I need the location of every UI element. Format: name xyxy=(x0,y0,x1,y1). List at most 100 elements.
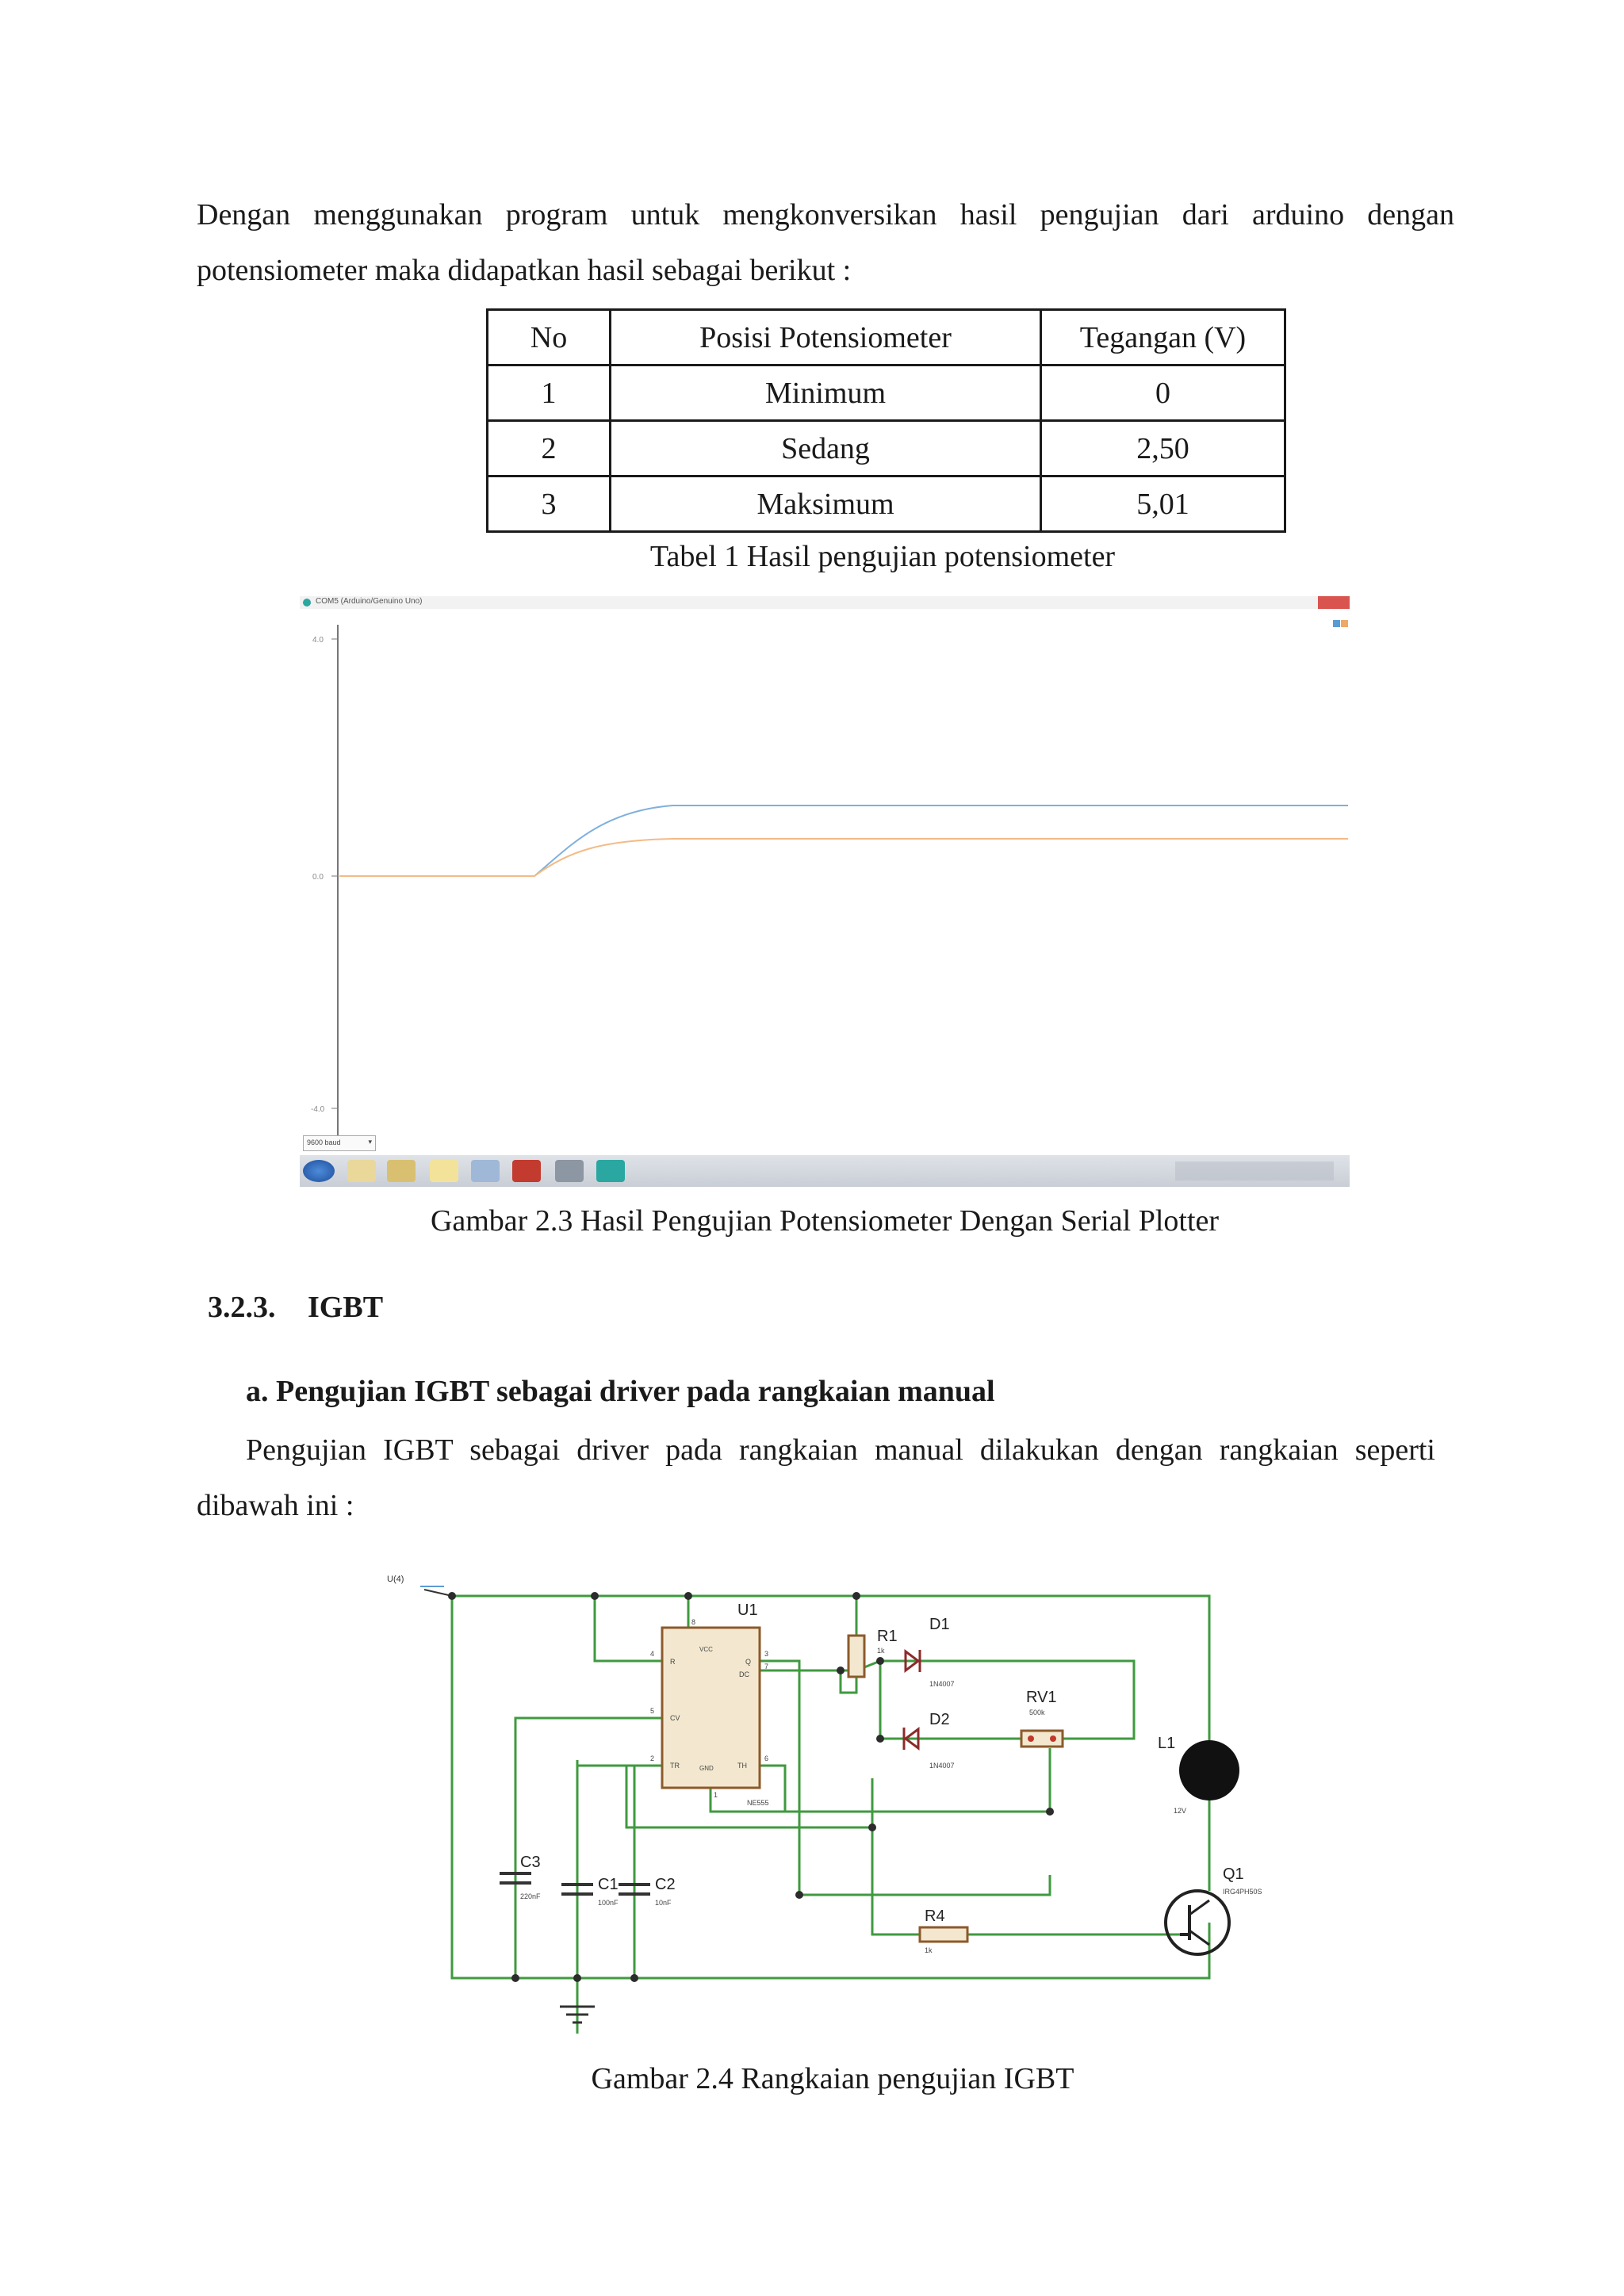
folder-taskbar-icon[interactable] xyxy=(430,1160,458,1182)
d1-diode xyxy=(904,1649,921,1673)
table-header-cell: Posisi Potensiometer xyxy=(609,308,1042,366)
c3-value: 220nF xyxy=(520,1892,541,1900)
pin-th-label: TH xyxy=(737,1762,747,1770)
l1-lamp xyxy=(1179,1740,1239,1800)
baud-rate-select[interactable]: 9600 baud ▾ xyxy=(303,1135,376,1151)
table-header-cell: No xyxy=(486,308,611,366)
c2-value: 10nF xyxy=(655,1899,672,1907)
section-paragraph-line-1: Pengujian IGBT sebagai driver pada rangk… xyxy=(246,1433,1435,1467)
figure-caption-2-4: Gambar 2.4 Rangkaian pengujian IGBT xyxy=(591,2062,1074,2095)
table-cell: 0 xyxy=(1040,364,1286,422)
close-icon[interactable] xyxy=(1318,596,1350,609)
table-cell: Maksimum xyxy=(609,475,1042,533)
table-row: 2 Sedang 2,50 xyxy=(486,419,1286,477)
table-cell: 1 xyxy=(486,364,611,422)
pin-tr-label: TR xyxy=(670,1762,680,1770)
pin-number: 2 xyxy=(650,1755,654,1762)
c3-label: C3 xyxy=(520,1854,541,1871)
y-tick-label: -4.0 xyxy=(311,1105,325,1114)
r1-label: R1 xyxy=(877,1628,898,1645)
pin-dc-label: DC xyxy=(739,1670,749,1678)
c2-capacitor xyxy=(619,1883,650,1896)
pin-number: 1 xyxy=(714,1791,718,1799)
c2-label: C2 xyxy=(655,1876,676,1893)
d2-diode xyxy=(903,1727,920,1751)
section-number: 3.2.3. xyxy=(208,1291,276,1324)
windows-taskbar xyxy=(300,1155,1350,1187)
c3-capacitor xyxy=(500,1872,531,1885)
rv1-potentiometer xyxy=(1020,1729,1064,1748)
intro-line-1: Dengan menggunakan program untuk mengkon… xyxy=(197,198,1454,232)
ic-label: NE555 xyxy=(747,1799,769,1807)
l1-value: 12V xyxy=(1174,1807,1186,1815)
q1-igbt xyxy=(1164,1889,1231,1956)
pin-number: 6 xyxy=(764,1755,768,1762)
vcc-terminal-label: U(4) xyxy=(387,1575,404,1584)
results-table: No Posisi Potensiometer Tegangan (V) 1 M… xyxy=(486,308,1286,533)
pin-vcc-label: VCC xyxy=(699,1646,713,1653)
pin-r-label: R xyxy=(670,1658,676,1666)
table-cell: Minimum xyxy=(609,364,1042,422)
intro-line-2: potensiometer maka didapatkan hasil seba… xyxy=(197,254,852,287)
r4-value: 1k xyxy=(925,1946,933,1954)
table-caption: Tabel 1 Hasil pengujian potensiometer xyxy=(649,540,1116,573)
chrome-taskbar-icon[interactable] xyxy=(387,1160,416,1182)
subheading: a. Pengujian IGBT sebagai driver pada ra… xyxy=(246,1375,995,1408)
d1-label: D1 xyxy=(929,1616,950,1633)
series-line-orange xyxy=(339,838,1348,877)
y-tick-label: 4.0 xyxy=(312,636,324,645)
table-header-row: No Posisi Potensiometer Tegangan (V) xyxy=(486,308,1286,366)
arduino-icon xyxy=(303,599,311,607)
schematic-wires xyxy=(450,1594,1211,2034)
d1-value: 1N4007 xyxy=(929,1680,955,1688)
pin-gnd-label: GND xyxy=(699,1765,714,1772)
figure-caption-2-3: Gambar 2.3 Hasil Pengujian Potensiometer… xyxy=(430,1204,1220,1238)
chevron-down-icon: ▾ xyxy=(368,1138,372,1146)
table-cell: 2,50 xyxy=(1040,419,1286,477)
plot-area: 4.0 0.0 -4.0 xyxy=(311,625,1348,1140)
media-taskbar-icon[interactable] xyxy=(555,1160,584,1182)
table-row: 1 Minimum 0 xyxy=(486,364,1286,422)
pin-number: 5 xyxy=(650,1707,654,1715)
series-line-blue xyxy=(339,805,1348,877)
d2-label: D2 xyxy=(929,1711,950,1728)
junction-dots xyxy=(448,1592,1054,1982)
igbt-test-schematic: U1 NE555 R Q DC CV TR TH VCC GND 4 3 7 5… xyxy=(387,1575,1262,2034)
ground-symbol xyxy=(560,2005,595,2024)
ne555-ic xyxy=(661,1626,761,1789)
baud-rate-value: 9600 baud xyxy=(307,1138,341,1146)
table-cell: 3 xyxy=(486,475,611,533)
pin-q-label: Q xyxy=(745,1658,751,1666)
arduino-taskbar-icon[interactable] xyxy=(596,1160,625,1182)
section-title: IGBT xyxy=(308,1291,384,1324)
d2-value: 1N4007 xyxy=(929,1762,955,1770)
r1-value: 1k xyxy=(877,1647,885,1655)
section-paragraph-line-2: dibawah ini : xyxy=(197,1489,354,1522)
pin-number: 8 xyxy=(691,1618,695,1626)
r4-resistor xyxy=(918,1926,969,1943)
pdf-taskbar-icon[interactable] xyxy=(512,1160,541,1182)
r1-resistor xyxy=(847,1634,866,1678)
start-button[interactable] xyxy=(303,1160,335,1182)
y-tick-label: 0.0 xyxy=(312,873,324,882)
rv1-label: RV1 xyxy=(1026,1689,1057,1706)
l1-label: L1 xyxy=(1158,1735,1175,1752)
c1-value: 100nF xyxy=(598,1899,619,1907)
table-cell: 2 xyxy=(486,419,611,477)
explorer-taskbar-icon[interactable] xyxy=(347,1160,376,1182)
table-cell: 5,01 xyxy=(1040,475,1286,533)
pin-cv-label: CV xyxy=(670,1714,680,1722)
pin-number: 7 xyxy=(764,1663,768,1670)
legend-swatch-orange xyxy=(1341,620,1348,627)
pin-number: 4 xyxy=(650,1650,654,1658)
system-tray xyxy=(1175,1161,1334,1181)
table-row: 3 Maksimum 5,01 xyxy=(486,475,1286,533)
legend-swatch-blue xyxy=(1333,620,1340,627)
table-header-cell: Tegangan (V) xyxy=(1040,308,1286,366)
serial-plotter-screenshot: COM5 (Arduino/Genuino Uno) 4.0 0.0 -4.0 … xyxy=(300,596,1350,1187)
app-taskbar-icon[interactable] xyxy=(471,1160,500,1182)
u1-label: U1 xyxy=(737,1601,758,1619)
c1-label: C1 xyxy=(598,1876,619,1893)
c1-capacitor xyxy=(561,1883,593,1896)
window-titlebar: COM5 (Arduino/Genuino Uno) xyxy=(300,596,1350,609)
